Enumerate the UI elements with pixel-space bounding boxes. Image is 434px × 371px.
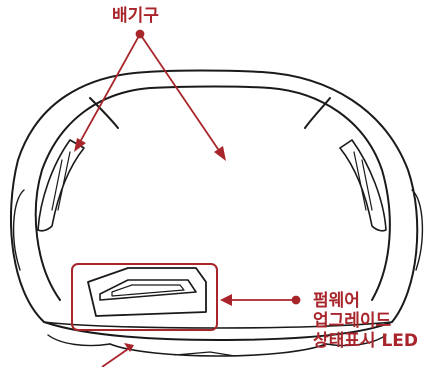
vent-label: 배기구 [112,6,159,26]
firmware-arrowhead [220,294,232,306]
led-module [87,267,207,317]
vent-left-arrowhead [74,138,86,152]
helmet-shell [10,69,419,341]
left-vent [37,139,85,232]
vent-right-arrowhead [214,146,226,161]
firmware-label-line2: 업그레이드 [313,311,392,331]
firmware-label-line3: 상태표시 LED [313,331,419,351]
helmet-crest [89,97,331,129]
led-highlight-box [71,263,218,331]
neck-roll [109,343,327,357]
firmware-label-line1: 펌웨어 [313,291,360,311]
right-vent [339,139,387,232]
firmware-led-label: 펌웨어 업그레이드 상태표시 LED [313,291,418,351]
helmet-inner-line [34,85,391,301]
